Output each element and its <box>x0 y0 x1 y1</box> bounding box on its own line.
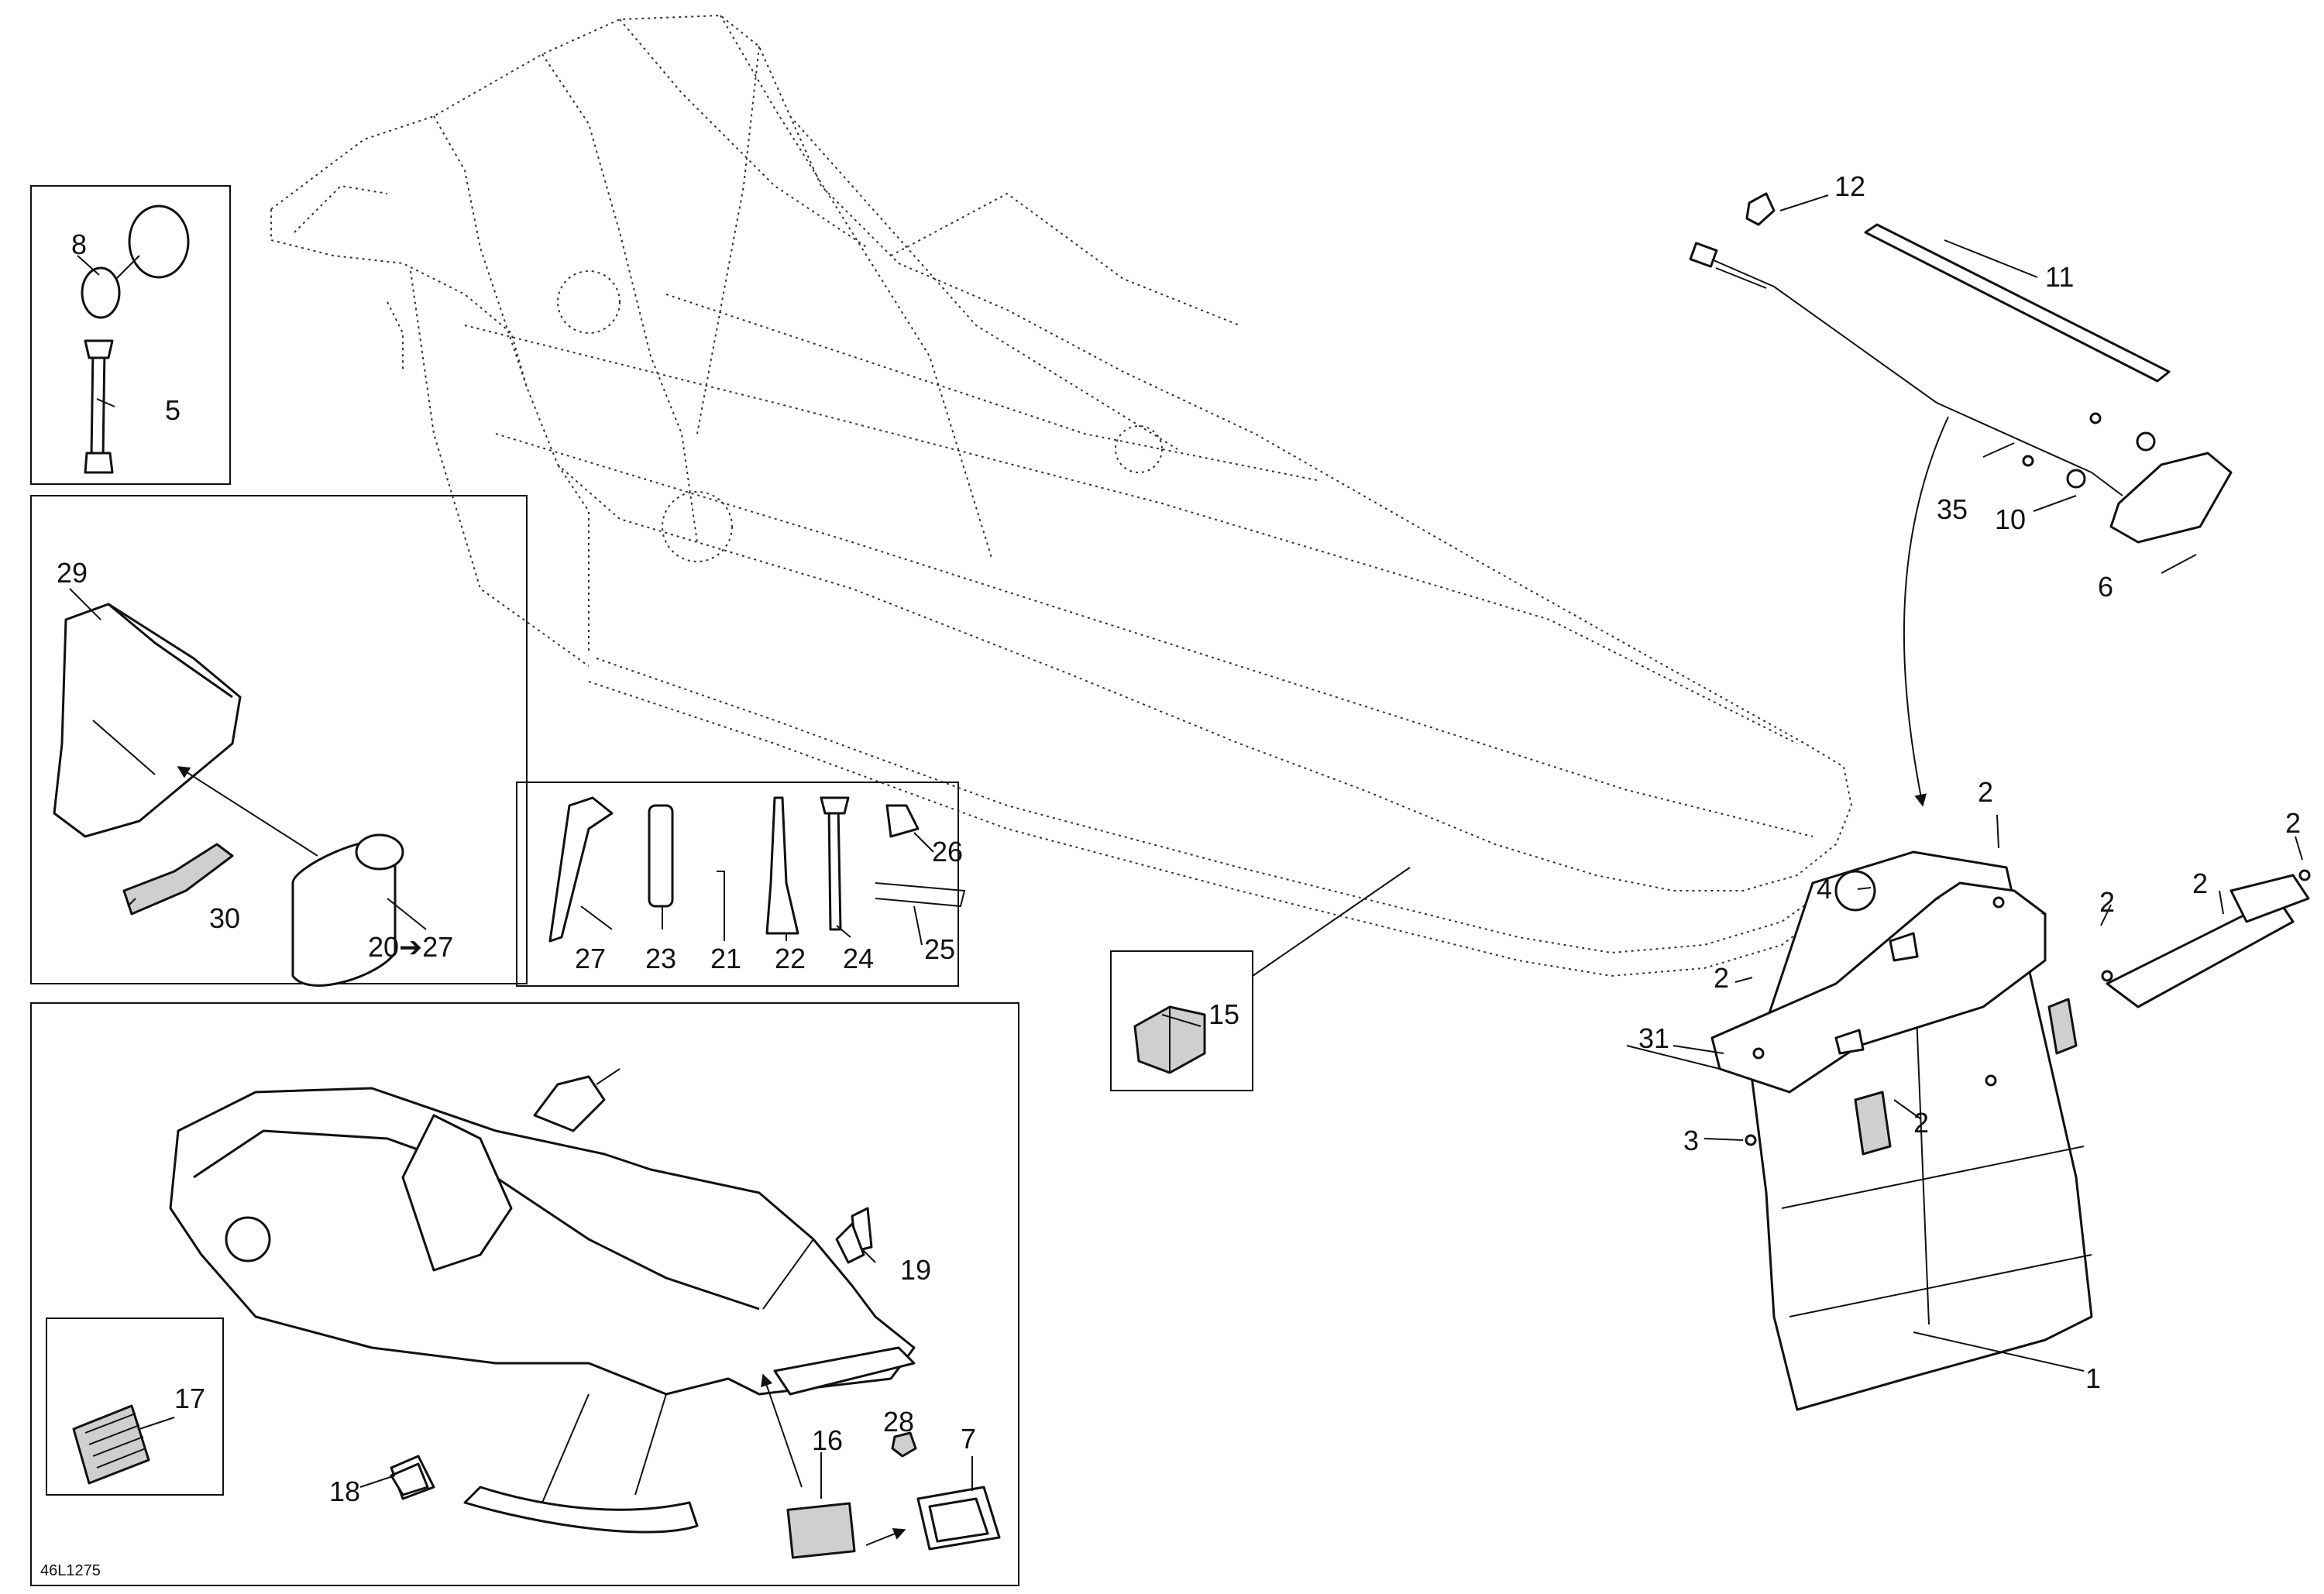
callout-6: 6 <box>2098 571 2113 603</box>
callout-19: 19 <box>900 1254 931 1286</box>
callout-2: 2 <box>2192 867 2208 899</box>
callout-16: 16 <box>812 1424 843 1456</box>
callout-24: 24 <box>843 943 874 974</box>
callout-35: 35 <box>1937 493 1968 525</box>
inset-box-tool-bag <box>30 495 528 984</box>
callout-23: 23 <box>645 943 676 974</box>
inset-box-mirror-wrench <box>30 185 231 485</box>
part-15-bumper-cap <box>1133 1005 1206 1074</box>
callout-22: 22 <box>775 943 806 974</box>
callout-31: 31 <box>1638 1022 1669 1054</box>
callout-26: 26 <box>932 836 963 867</box>
callout-7: 7 <box>961 1423 976 1455</box>
callout-2: 2 <box>1978 776 1993 808</box>
chassis-frame <box>270 14 1853 977</box>
part-19-decal <box>835 1222 865 1264</box>
part-5-wrench <box>84 339 114 474</box>
callout-11: 11 <box>2045 261 2074 293</box>
callout-3: 3 <box>1683 1125 1699 1156</box>
arrow-tail-light-to-flap <box>1903 416 1949 807</box>
callout-29: 29 <box>57 557 88 589</box>
callout-2: 2 <box>2285 807 2301 839</box>
arrow-roll-to-bag <box>177 766 318 857</box>
part-29-tool-bag <box>53 603 242 838</box>
callout-10: 10 <box>1995 503 2026 535</box>
callout-21: 21 <box>710 943 741 974</box>
inset-box-snowmobile <box>30 1002 1019 1586</box>
snow-flap-assembly <box>1710 850 2311 1411</box>
callout-18: 18 <box>329 1475 360 1507</box>
callout-27: 27 <box>575 943 606 974</box>
callout-15: 15 <box>1208 998 1239 1030</box>
part-20-tool-roll <box>291 833 404 987</box>
callout-2: 2 <box>2099 886 2115 918</box>
callout-2: 2 <box>1913 1107 1929 1139</box>
callout-1: 1 <box>2085 1362 2101 1394</box>
part-30-strap <box>122 843 234 916</box>
tools-group <box>548 796 966 943</box>
inset-box-bumper <box>1110 950 1253 1091</box>
part-28-nut <box>891 1431 917 1458</box>
diagram-code: 46L1275 <box>40 1562 101 1579</box>
callout-20-27: 20➔27 <box>368 931 453 963</box>
part-8-mirror <box>81 204 190 319</box>
part-16-label <box>786 1502 856 1559</box>
tail-light-assembly <box>1689 192 2233 544</box>
part-17-vent-grille <box>72 1404 150 1485</box>
callout-30: 30 <box>209 902 240 934</box>
callout-25: 25 <box>924 933 955 965</box>
callout-labels: 1 2 2 2 2 2 2 3 4 5 6 7 8 10 11 12 15 16… <box>40 170 2301 1579</box>
part-7-reflector-box <box>916 1486 1001 1551</box>
leader-bumper-to-frame <box>1252 867 1411 977</box>
part-18-decal <box>390 1462 429 1496</box>
leader-lines <box>69 194 2303 1499</box>
callout-5: 5 <box>165 394 180 426</box>
inset-box-vent <box>46 1317 224 1496</box>
snowmobile-illustration <box>169 1068 916 1534</box>
callout-28: 28 <box>883 1406 914 1438</box>
callout-4: 4 <box>1817 873 1832 905</box>
inset-box-tools <box>516 782 959 987</box>
callout-8: 8 <box>71 228 87 260</box>
callout-12: 12 <box>1834 170 1865 202</box>
arrow-16-to-7 <box>865 1527 906 1546</box>
callout-2: 2 <box>1714 962 1729 994</box>
callout-17: 17 <box>174 1383 205 1414</box>
arrow-to-snowmobile-hook <box>761 1373 803 1488</box>
